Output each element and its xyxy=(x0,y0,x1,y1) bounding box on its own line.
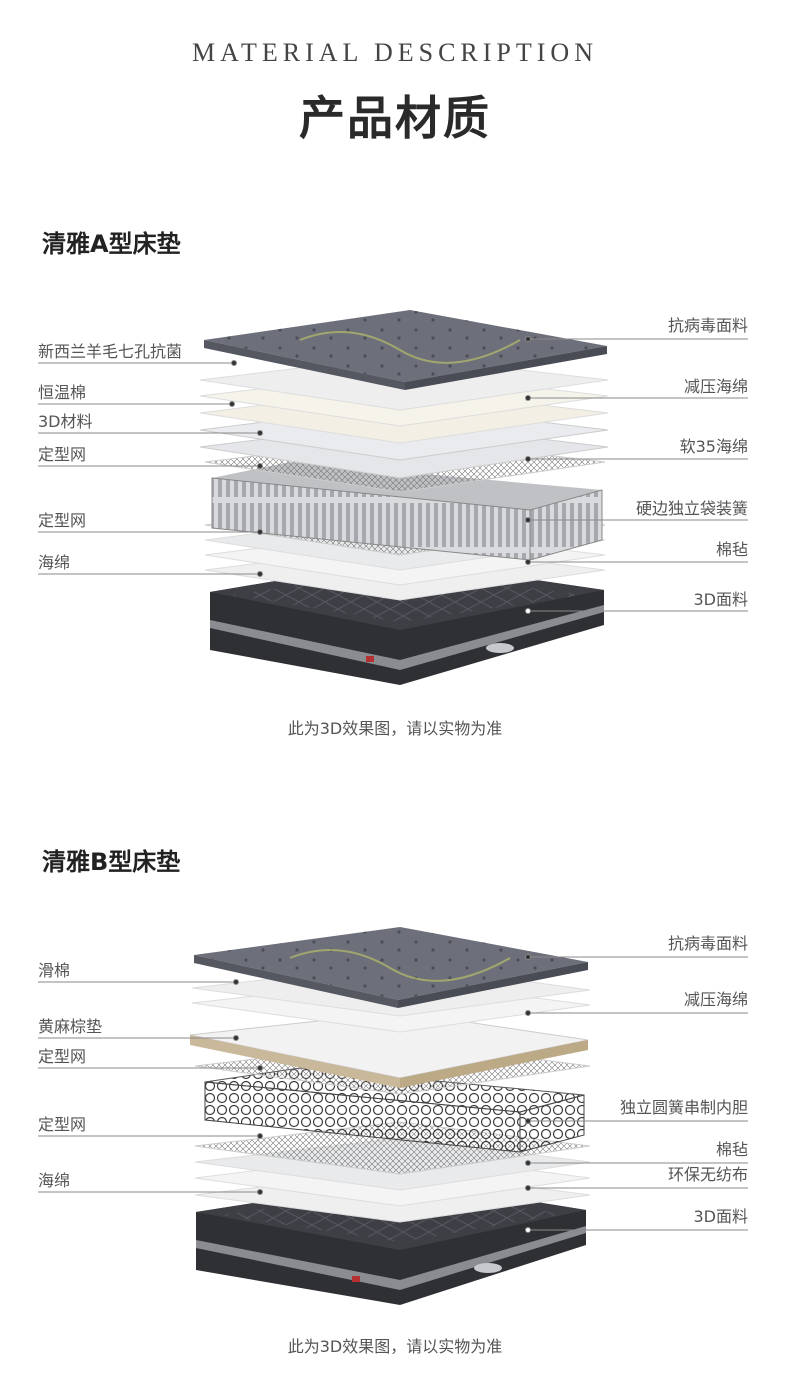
top-fabric-b xyxy=(194,927,588,1008)
label-b-right-4: 棉毡 xyxy=(715,1140,748,1159)
jute-layer-b xyxy=(189,1011,589,1088)
section-a-title: 清雅A型床垫 xyxy=(42,230,181,258)
label-b-left-5: 海绵 xyxy=(38,1171,71,1190)
label-b-left-2: 黄麻棕垫 xyxy=(38,1017,103,1036)
label-a-left-6: 海绵 xyxy=(38,553,71,572)
label-b-right-1: 抗病毒面料 xyxy=(667,934,748,953)
label-b-left-1: 滑棉 xyxy=(38,961,71,980)
label-b-right-6: 3D面料 xyxy=(693,1207,748,1226)
mattress-a-diagram xyxy=(0,290,790,700)
label-a-left-1: 新西兰羊毛七孔抗菌 xyxy=(38,342,183,361)
label-b-right-5: 环保无纺布 xyxy=(667,1165,748,1184)
label-a-right-2: 减压海绵 xyxy=(683,377,748,396)
section-b-title: 清雅B型床垫 xyxy=(42,848,181,876)
label-a-right-1: 抗病毒面料 xyxy=(667,316,748,335)
label-a-left-5: 定型网 xyxy=(38,511,87,530)
label-b-left-3: 定型网 xyxy=(38,1047,87,1066)
english-title: MATERIAL DESCRIPTION xyxy=(192,38,598,67)
top-fabric-a xyxy=(204,310,607,390)
label-b-right-2: 减压海绵 xyxy=(683,990,748,1009)
label-a-right-5: 棉毡 xyxy=(715,540,748,559)
label-b-left-4: 定型网 xyxy=(38,1115,87,1134)
label-b-right-3: 独立圆簧串制内胆 xyxy=(619,1098,748,1117)
label-a-right-3: 软35海绵 xyxy=(679,437,748,456)
label-a-left-2: 恒温棉 xyxy=(38,383,87,402)
chinese-title: 产品材质 xyxy=(299,91,491,145)
label-a-left-3: 3D材料 xyxy=(38,412,93,431)
label-a-right-4: 硬边独立袋装簧 xyxy=(635,499,748,518)
label-a-left-4: 定型网 xyxy=(38,445,87,464)
section-a-note: 此为3D效果图，请以实物为准 xyxy=(287,719,503,738)
mattress-b-diagram xyxy=(0,910,790,1315)
label-a-right-6: 3D面料 xyxy=(693,590,748,609)
section-b-note: 此为3D效果图，请以实物为准 xyxy=(287,1337,503,1356)
